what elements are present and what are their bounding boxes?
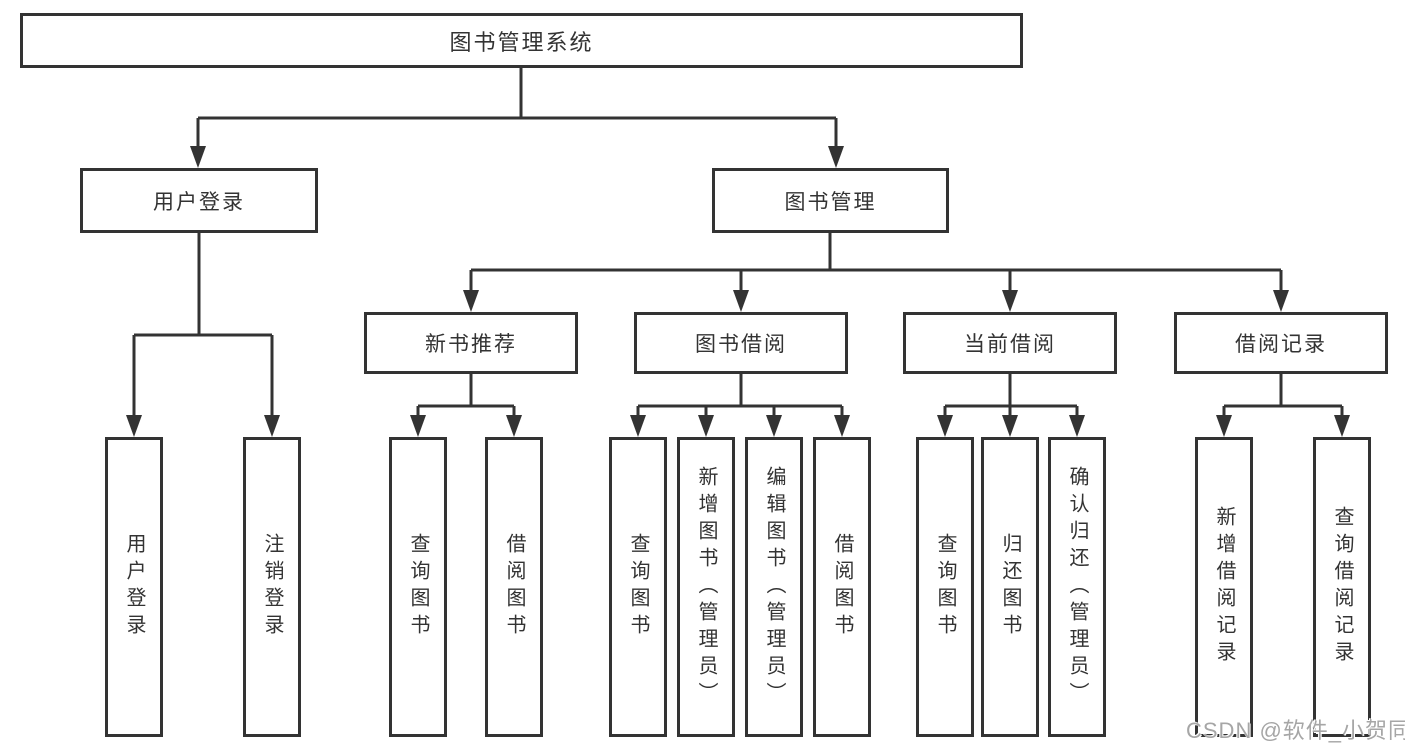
leaf-borrow-add-book-admin: 新增图书（管理员）: [677, 437, 735, 737]
leaf-current-return-book: 归还图书: [981, 437, 1039, 737]
connector-current-to-leaves: [937, 374, 1085, 437]
node-current-borrowing: 当前借阅: [903, 312, 1117, 374]
connector-login-to-leaves: [126, 233, 280, 437]
connector-root-to-level2: [190, 68, 844, 168]
connector-recommend-to-leaves: [410, 374, 522, 437]
connector-borrow-to-leaves: [630, 374, 850, 437]
node-borrowing-records: 借阅记录: [1174, 312, 1388, 374]
leaf-records-add-record: 新增借阅记录: [1195, 437, 1253, 737]
connector-records-to-leaves: [1216, 374, 1350, 437]
connector-mgmt-to-level3: [463, 233, 1289, 312]
leaf-records-search-record: 查询借阅记录: [1313, 437, 1371, 737]
leaf-current-search-book: 查询图书: [916, 437, 974, 737]
leaf-borrow-borrow-book: 借阅图书: [813, 437, 871, 737]
leaf-current-confirm-return-admin: 确认归还（管理员）: [1048, 437, 1106, 737]
leaf-logout: 注销登录: [243, 437, 301, 737]
node-root-library-system: 图书管理系统: [20, 13, 1023, 68]
node-book-borrowing: 图书借阅: [634, 312, 848, 374]
leaf-borrow-search-book: 查询图书: [609, 437, 667, 737]
leaf-recommend-borrow-book: 借阅图书: [485, 437, 543, 737]
leaf-user-login: 用户登录: [105, 437, 163, 737]
node-book-management: 图书管理: [712, 168, 949, 233]
leaf-borrow-edit-book-admin: 编辑图书（管理员）: [745, 437, 803, 737]
node-user-login: 用户登录: [80, 168, 318, 233]
leaf-recommend-search-book: 查询图书: [389, 437, 447, 737]
watermark: CSDN @软件_小贺同学: [1186, 718, 1405, 743]
node-new-book-recommendation: 新书推荐: [364, 312, 578, 374]
